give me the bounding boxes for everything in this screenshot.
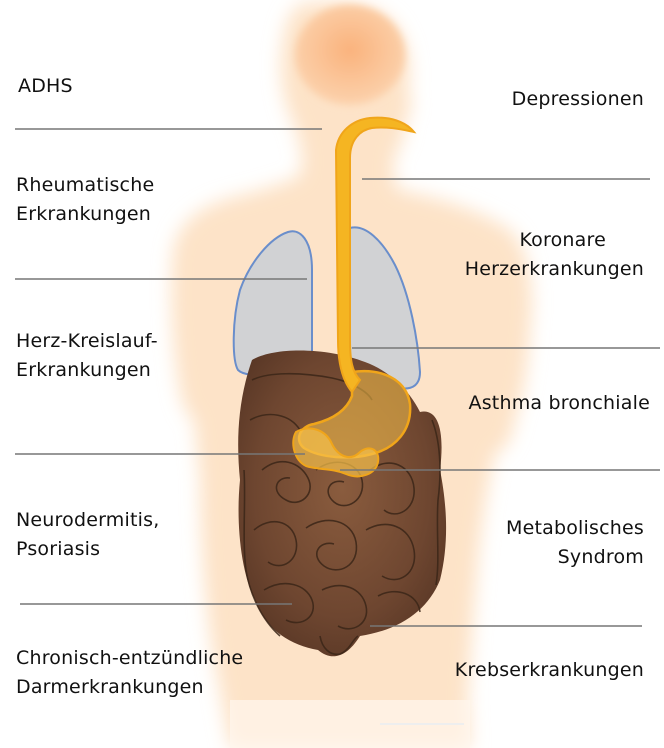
label-metab-line2: Syndrom	[506, 543, 644, 572]
label-depressionen-text: Depressionen	[512, 85, 644, 114]
label-metabolisches-syndrom: Metabolisches Syndrom	[506, 514, 644, 572]
label-asthma-bronchiale: Asthma bronchiale	[469, 389, 650, 418]
label-koronare-herzerkrankungen: Koronare Herzerkrankungen	[465, 226, 644, 284]
label-herz-line1: Herz-Kreislauf-	[16, 327, 158, 356]
label-depressionen: Depressionen	[512, 85, 644, 114]
label-asthma-text: Asthma bronchiale	[469, 389, 650, 418]
label-neurodermitis: Neurodermitis, Psoriasis	[16, 506, 159, 564]
label-ced: Chronisch-entzündliche Darmerkrankungen	[16, 644, 243, 702]
label-ced-line1: Chronisch-entzündliche	[16, 644, 243, 673]
label-metab-line1: Metabolisches	[506, 514, 644, 543]
label-rheuma-line1: Rheumatische	[16, 171, 154, 200]
label-herz-line2: Erkrankungen	[16, 356, 158, 385]
label-adhs: ADHS	[18, 72, 73, 101]
label-rheumatische-erkrankungen: Rheumatische Erkrankungen	[16, 171, 154, 229]
label-koronar-line1: Koronare	[465, 226, 644, 255]
label-neuro-line1: Neurodermitis,	[16, 506, 159, 535]
label-koronar-line2: Herzerkrankungen	[465, 255, 644, 284]
label-ced-line2: Darmerkrankungen	[16, 673, 243, 702]
head-shape	[295, 5, 405, 105]
label-neuro-line2: Psoriasis	[16, 535, 159, 564]
label-rheuma-line2: Erkrankungen	[16, 200, 154, 229]
label-krebserkrankungen: Krebserkrankungen	[455, 656, 644, 685]
label-adhs-text: ADHS	[18, 72, 73, 101]
label-krebs-text: Krebserkrankungen	[455, 656, 644, 685]
label-herz-kreislauf: Herz-Kreislauf- Erkrankungen	[16, 327, 158, 385]
